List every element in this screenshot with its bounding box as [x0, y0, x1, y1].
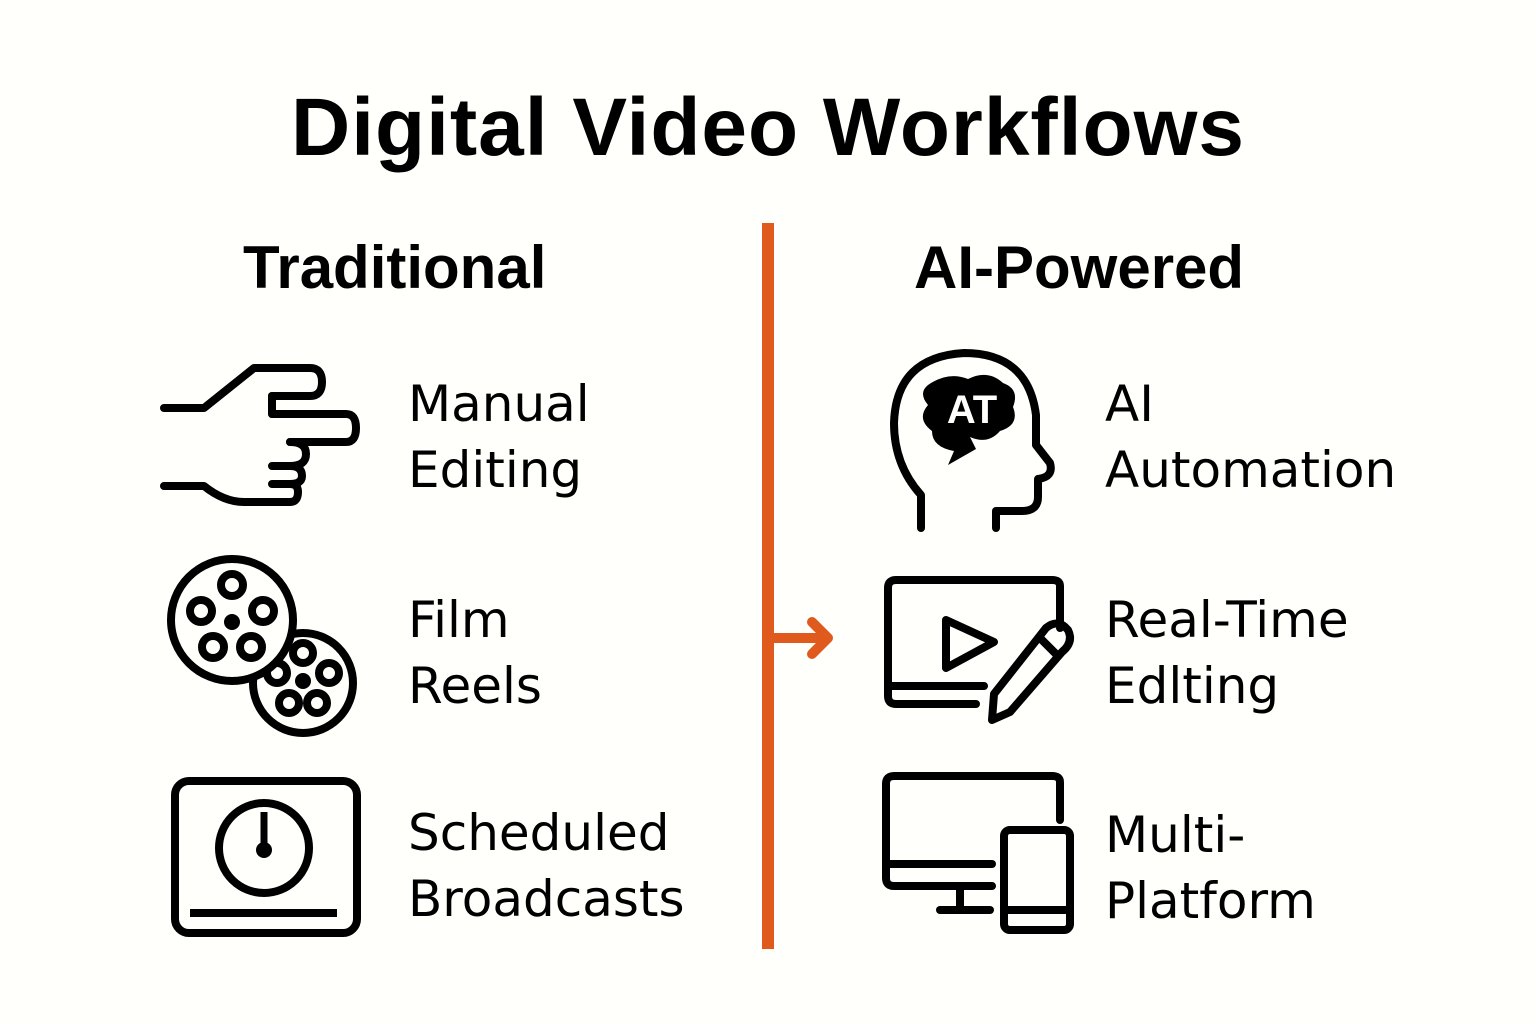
label-line2: Editing — [408, 441, 583, 499]
label-line2: Reels — [408, 657, 542, 715]
page-title: Digital Video Workflows — [291, 82, 1245, 173]
pointing-hand-icon — [160, 362, 360, 512]
label-line2: Broadcasts — [408, 870, 685, 928]
ai-text: AT — [947, 388, 997, 432]
ai-powered-heading: AI-Powered — [914, 234, 1245, 301]
orange-divider — [762, 223, 774, 949]
label-line1: Manual — [408, 375, 590, 433]
traditional-heading: Traditional — [243, 234, 547, 301]
ai-head-brain-icon: AT — [888, 345, 1058, 535]
scheduled-clock-screen-icon — [170, 776, 362, 938]
film-reels-icon — [165, 555, 365, 740]
label-line1: Real-Time — [1105, 591, 1349, 649]
label-line2: Edlting — [1105, 657, 1280, 715]
label-line1: Scheduled — [408, 804, 670, 862]
multi-device-icon — [880, 770, 1080, 935]
label-line2: Platform — [1105, 872, 1316, 930]
label-line2: Automation — [1105, 441, 1397, 499]
label-line1: Film — [408, 591, 510, 649]
label-line1: AI — [1105, 375, 1154, 433]
right-arrow-icon — [768, 612, 838, 664]
label-line1: Multi- — [1105, 806, 1246, 864]
video-edit-pencil-icon — [884, 576, 1079, 726]
